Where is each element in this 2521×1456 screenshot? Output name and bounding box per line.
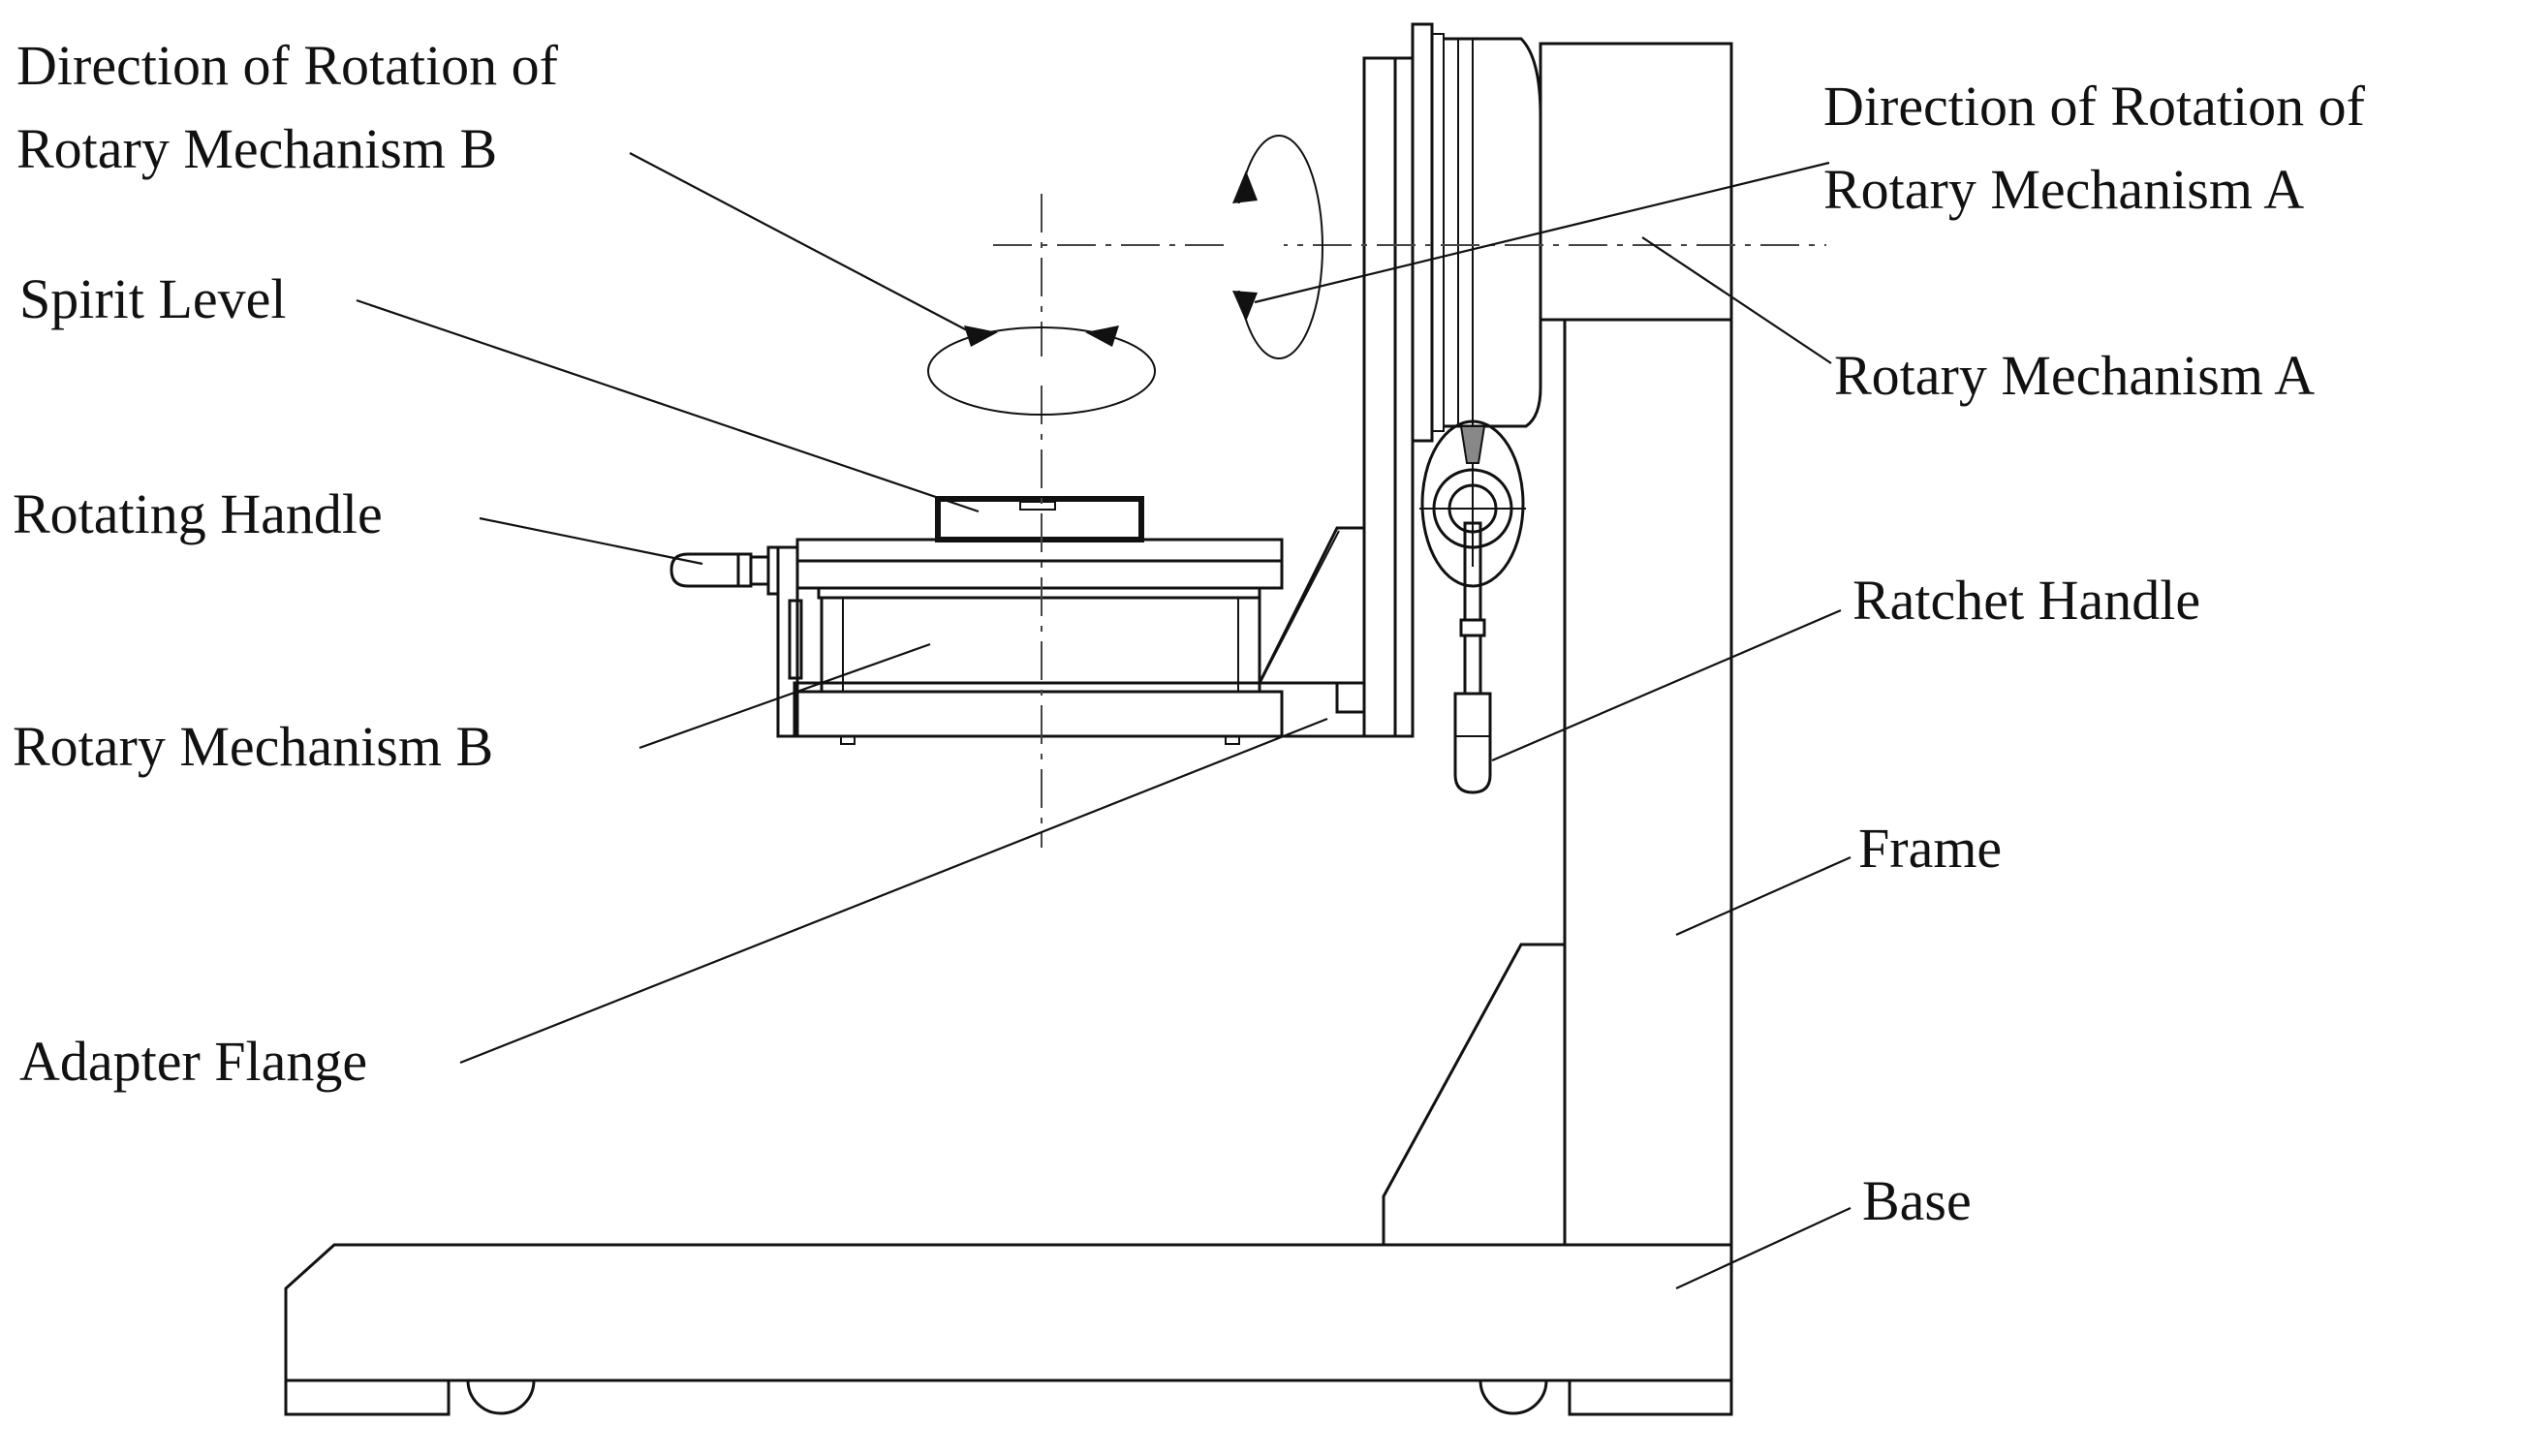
label-frame: Frame (1858, 817, 2003, 880)
base-part (284, 1243, 1733, 1416)
label-direction-rotation-a-line2: Rotary Mechanism A (1823, 158, 2305, 221)
label-rotary-mechanism-a: Rotary Mechanism A (1834, 344, 2316, 407)
label-rotary-mechanism-b: Rotary Mechanism B (13, 715, 494, 778)
frame-part (1382, 42, 1733, 1247)
label-adapter-flange: Adapter Flange (19, 1030, 368, 1093)
rotating-handle-part (669, 545, 780, 596)
label-base: Base (1862, 1169, 1972, 1232)
spirit-level-part (935, 496, 1144, 542)
label-direction-rotation-b-line2: Rotary Mechanism B (16, 117, 498, 180)
ratchet-handle-part (1419, 419, 1526, 794)
label-direction-rotation-b: Direction of Rotation of Rotary Mechanis… (16, 24, 558, 191)
label-rotating-handle: Rotating Handle (13, 482, 383, 545)
label-spirit-level: Spirit Level (19, 267, 287, 330)
label-direction-rotation-a: Direction of Rotation of Rotary Mechanis… (1823, 65, 2365, 232)
rotary-mechanism-b-part (776, 538, 1284, 745)
rotary-mechanism-a-part (1362, 22, 1542, 738)
rotation-arrow-b (927, 325, 1156, 416)
label-ratchet-handle: Ratchet Handle (1852, 569, 2201, 632)
leader-lines (356, 152, 1852, 1289)
label-direction-rotation-b-line1: Direction of Rotation of (16, 34, 558, 97)
rotation-arrow-a (1230, 135, 1323, 359)
adapter-flange-part (793, 526, 1366, 738)
label-direction-rotation-a-line1: Direction of Rotation of (1823, 75, 2365, 138)
